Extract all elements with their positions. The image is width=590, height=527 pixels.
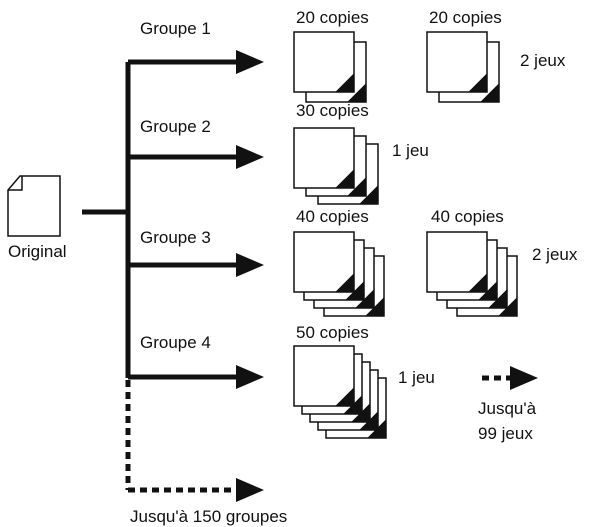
copy-stack-icon (293, 31, 367, 103)
max-sets-arrow (482, 366, 538, 390)
group-1-copies-1: 20 copies (296, 8, 369, 27)
group-3-copies-2: 40 copies (431, 207, 504, 226)
group-2-label: Groupe 2 (140, 117, 211, 136)
group-4-copies-1: 50 copies (296, 323, 369, 342)
copy-stack-icon (426, 31, 500, 103)
group-4-label: Groupe 4 (140, 333, 211, 352)
group-2-sets: 1 jeu (392, 141, 429, 160)
max-groups-arrow (128, 478, 264, 502)
group-3-label: Groupe 3 (140, 228, 211, 247)
group-3-copies-1: 40 copies (296, 207, 369, 226)
trunk-lines (82, 62, 131, 378)
original-document-icon (7, 175, 61, 237)
copy-stack-icon (293, 231, 385, 317)
original-label: Original (8, 242, 67, 261)
max-groups-label: Jusqu'à 150 groupes (130, 507, 288, 526)
max-sets-line2: 99 jeux (478, 424, 533, 443)
copy-stack-icon (293, 127, 379, 205)
copy-stack-icon (293, 345, 387, 439)
group-2-copies-1: 30 copies (296, 101, 369, 120)
copy-stack-icon (426, 231, 518, 317)
group-3-sets: 2 jeux (532, 245, 578, 264)
group-4-sets: 1 jeu (398, 368, 435, 387)
max-sets-line1: Jusqu'à (478, 399, 537, 418)
group-1-sets: 2 jeux (520, 51, 566, 70)
group-1-label: Groupe 1 (140, 19, 211, 38)
group-1-copies-2: 20 copies (429, 8, 502, 27)
group-arrows (128, 50, 264, 389)
